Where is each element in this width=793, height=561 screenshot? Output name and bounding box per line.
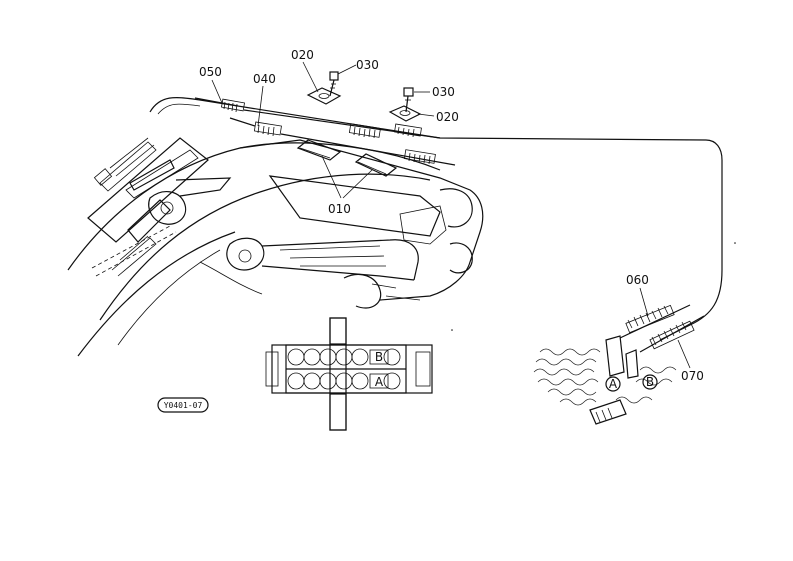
bolt-030-left [329,71,339,97]
control-cable-route [149,96,723,341]
boom-arm [67,142,441,357]
circle-a-label: A [609,377,618,391]
valve-port-b-label: B [375,350,383,364]
label-040: 040 [253,72,276,86]
label-030-left: 030 [356,58,379,72]
right-valve-assembly: A B [533,335,677,425]
label-030-right: 030 [432,85,455,99]
cable-070 [639,315,705,353]
circle-b-label: B [646,375,654,389]
bolt-030-right [403,87,414,113]
label-010: 010 [328,202,351,216]
valve-port-a-label: A [375,375,384,389]
bracket-020-right [388,105,422,122]
cable-060 [619,304,691,339]
label-020-right: 020 [436,110,459,124]
label-050: 050 [199,65,222,79]
leader-lines [211,61,691,369]
label-070: 070 [681,369,704,383]
part-labels: 050 040 020 030 030 020 010 060 070 [199,48,704,383]
left-lever-panel [87,137,209,243]
cable-050 [194,97,441,139]
label-060: 060 [626,273,649,287]
figure-code-stamp: Y0401-07 [157,397,209,413]
bracket-020-left [306,87,342,105]
control-valve-block: B A [265,317,433,431]
label-020-left: 020 [291,48,314,62]
machine-body [199,139,484,309]
cable-040 [229,117,456,166]
figure-code: Y0401-07 [164,401,203,410]
